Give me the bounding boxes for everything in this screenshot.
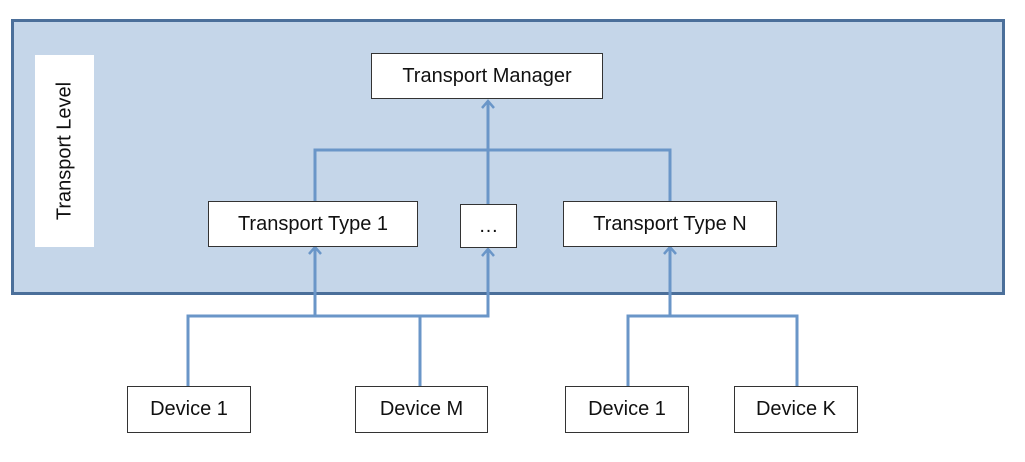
type-bus-line (313, 148, 672, 204)
device-1-left-label: Device 1 (150, 398, 228, 420)
transport-manager-label: Transport Manager (402, 64, 572, 87)
transport-level-label: Transport Level (35, 55, 94, 247)
ellipsis-box: … (460, 204, 517, 248)
transport-manager-box: Transport Manager (371, 53, 603, 99)
device-k-box: Device K (734, 386, 858, 433)
device-k-label: Device K (755, 398, 837, 420)
ellipsis-label: … (478, 214, 499, 237)
device-1-right-label: Device 1 (588, 398, 666, 420)
transport-type-n-label: Transport Type N (593, 212, 747, 235)
device-1-left-box: Device 1 (127, 386, 251, 433)
left-device-bus-line (186, 314, 422, 389)
device-1-right-box: Device 1 (565, 386, 689, 433)
transport-type-1-label: Transport Type 1 (237, 212, 389, 235)
device-m-box: Device M (355, 386, 488, 433)
transport-type-1-box: Transport Type 1 (208, 201, 418, 247)
device-m-label: Device M (379, 398, 464, 420)
transport-type-n-box: Transport Type N (563, 201, 777, 247)
right-device-bus-line (626, 314, 799, 389)
ellipsis-arrow (420, 247, 495, 318)
